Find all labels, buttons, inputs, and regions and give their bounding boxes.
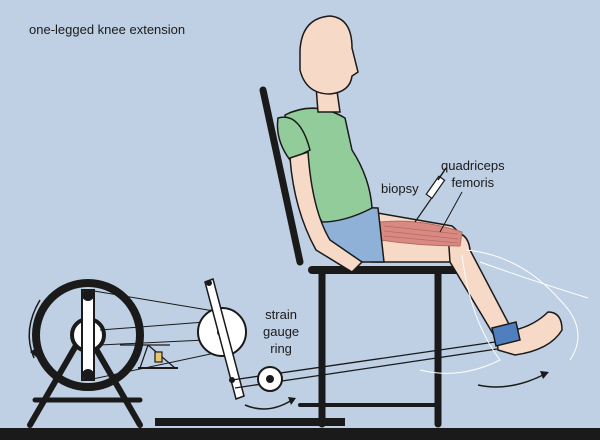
person [276,15,563,356]
label-quadriceps-line2: femoris [451,175,495,190]
base-bar [0,428,600,440]
strain-gauge-ring [257,366,283,392]
arrow-icon [28,299,41,360]
label-quadriceps-line1: quadriceps [441,158,505,173]
belt-lines [87,289,221,381]
brake-weight [120,344,178,369]
head [299,15,359,95]
label-strain-line1: strain [265,307,297,322]
arrow-icon [244,397,296,410]
floor-plate [155,418,345,426]
quadriceps-muscle [379,220,463,247]
flywheel [32,279,144,391]
label-strain-line2: gauge [263,324,300,339]
label-quadriceps-femoris: quadriceps femoris [441,157,505,191]
label-strain-line3: ring [270,341,292,356]
label-biopsy: biopsy [381,181,419,196]
diagram-title: one-legged knee extension [29,22,186,37]
syringe-icon [414,167,447,223]
arrow-icon [477,371,549,388]
chair [259,86,462,428]
quadriceps-leader [439,191,463,233]
label-strain-gauge-ring: strain gauge ring [263,306,299,357]
electrode-wires [419,249,589,374]
